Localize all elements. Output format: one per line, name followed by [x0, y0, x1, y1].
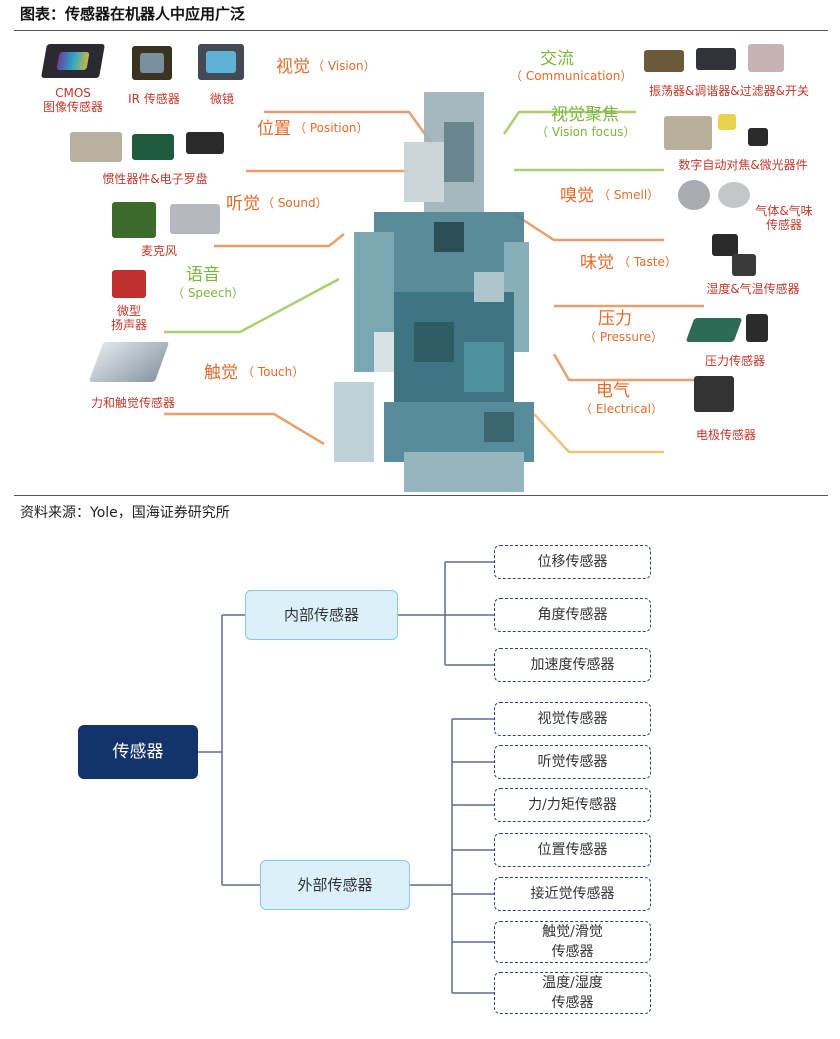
robot-sensor-figure: 视觉 （ Vision） 位置 （ Position） 听觉 （ Sound） …: [14, 34, 828, 496]
micro-mirror-label: 微镜: [209, 92, 234, 106]
sense-pressure-cn: 压力: [598, 309, 632, 329]
robot-silhouette: [334, 92, 534, 492]
sense-sound-en: （ Sound）: [262, 196, 328, 210]
figure-connector-lines: [164, 110, 704, 454]
sense-electrical-en: （ Electrical）: [580, 402, 663, 416]
source-note: 资料来源：Yole，国海证券研究所: [20, 505, 230, 521]
autofocus-label: 数字自动对焦&微光器件: [678, 158, 808, 172]
sense-vision-cn: 视觉: [276, 57, 310, 77]
sense-vision-en: （ Vision）: [312, 59, 376, 73]
internal-sensor-node: 内部传感器: [245, 590, 398, 640]
sense-vision-focus-cn: 视觉聚焦: [551, 105, 619, 125]
external-sensor-node: 外部传感器: [260, 860, 410, 910]
pressure-sensor-image-2: [746, 314, 768, 342]
humidity-label: 湿度&气温传感器: [706, 282, 800, 296]
leaf-temperature-humidity-sensor: 温度/湿度 传感器: [494, 972, 651, 1014]
leaf-position-sensor: 位置传感器: [494, 833, 651, 867]
leaf-touch-slip-sensor: 触觉/滑觉 传感器: [494, 921, 651, 963]
figure-title: 图表：传感器在机器人中应用广泛: [20, 5, 246, 23]
humidity-image-1: [712, 234, 738, 256]
sense-touch-cn: 触觉: [204, 363, 238, 383]
sense-sound-cn: 听觉: [226, 194, 260, 214]
leaf-force-torque-sensor: 力/力矩传感器: [494, 788, 651, 822]
microphone-image-2: [170, 204, 220, 234]
touch-sensor-label: 力和触觉传感器: [90, 396, 175, 410]
sense-smell-cn: 嗅觉: [560, 186, 594, 206]
electrode-image: [694, 376, 734, 412]
sense-speech-cn: 语音: [186, 265, 220, 285]
communication-line: [502, 110, 636, 135]
electrode-label: 电极传感器: [695, 428, 756, 442]
inertial-label: 惯性器件&电子罗盘: [102, 172, 208, 186]
leaf-vision-sensor: 视觉传感器: [494, 702, 651, 736]
gas-sensor-image-2: [718, 182, 750, 208]
sense-speech-en: （ Speech）: [172, 286, 245, 300]
electrical-line: [533, 413, 664, 454]
speaker-image: [112, 270, 146, 298]
inertial-chip-image-3: [186, 132, 224, 154]
autofocus-image-1: [664, 116, 712, 150]
leaf-acceleration-sensor: 加速度传感器: [494, 648, 651, 682]
micro-mirror-image: [198, 44, 244, 80]
figure-bottom-rule: [14, 495, 828, 496]
leaf-angle-sensor: 角度传感器: [494, 598, 651, 632]
sense-communication-cn: 交流: [540, 49, 574, 69]
inertial-chip-image-2: [132, 134, 174, 160]
sense-touch-en: （ Touch）: [242, 365, 305, 379]
speech-line: [164, 277, 340, 334]
microphone-label: 麦克风: [140, 244, 177, 258]
autofocus-image-3: [748, 128, 768, 146]
oscillator-image-2: [696, 48, 736, 70]
sense-vision-focus-en: （ Vision focus）: [536, 125, 636, 139]
ir-sensor-label: IR 传感器: [128, 92, 180, 106]
sense-electrical-cn: 电气: [596, 381, 630, 401]
autofocus-image-2: [718, 114, 736, 130]
microphone-image-1: [112, 202, 156, 238]
inertial-chip-image-1: [70, 132, 122, 162]
sense-taste-cn: 味觉: [580, 253, 614, 273]
cmos-label: CMOS 图像传感器: [42, 86, 103, 114]
pressure-line: [552, 353, 694, 382]
sense-smell-en: （ Smell）: [598, 188, 660, 202]
touch-line: [164, 412, 325, 446]
oscillator-image-1: [644, 50, 684, 72]
sense-taste-en: （ Taste）: [618, 255, 677, 269]
sound-line: [214, 233, 345, 248]
leaf-hearing-sensor: 听觉传感器: [494, 745, 651, 779]
gas-sensor-image-1: [678, 180, 710, 210]
sense-position-cn: 位置: [257, 119, 291, 139]
speaker-label: 微型 扬声器: [110, 304, 147, 332]
leaf-proximity-sensor: 接近觉传感器: [494, 877, 651, 911]
gas-sensor-label: 气体&气味 传感器: [755, 204, 813, 232]
humidity-image-2: [732, 254, 756, 276]
sense-communication-en: （ Communication）: [510, 69, 633, 83]
sense-position-en: （ Position）: [294, 121, 369, 135]
title-rule: [14, 30, 828, 31]
sense-pressure-en: （ Pressure）: [584, 330, 664, 344]
ir-sensor-image: [132, 46, 172, 80]
oscillator-image-3: [748, 44, 784, 72]
root-node-sensor: 传感器: [78, 725, 198, 779]
leaf-displacement-sensor: 位移传感器: [494, 545, 651, 579]
oscillator-label: 振荡器&调谐器&过滤器&开关: [648, 84, 810, 98]
pressure-sensor-label: 压力传感器: [704, 354, 765, 368]
smell-line: [513, 212, 664, 242]
